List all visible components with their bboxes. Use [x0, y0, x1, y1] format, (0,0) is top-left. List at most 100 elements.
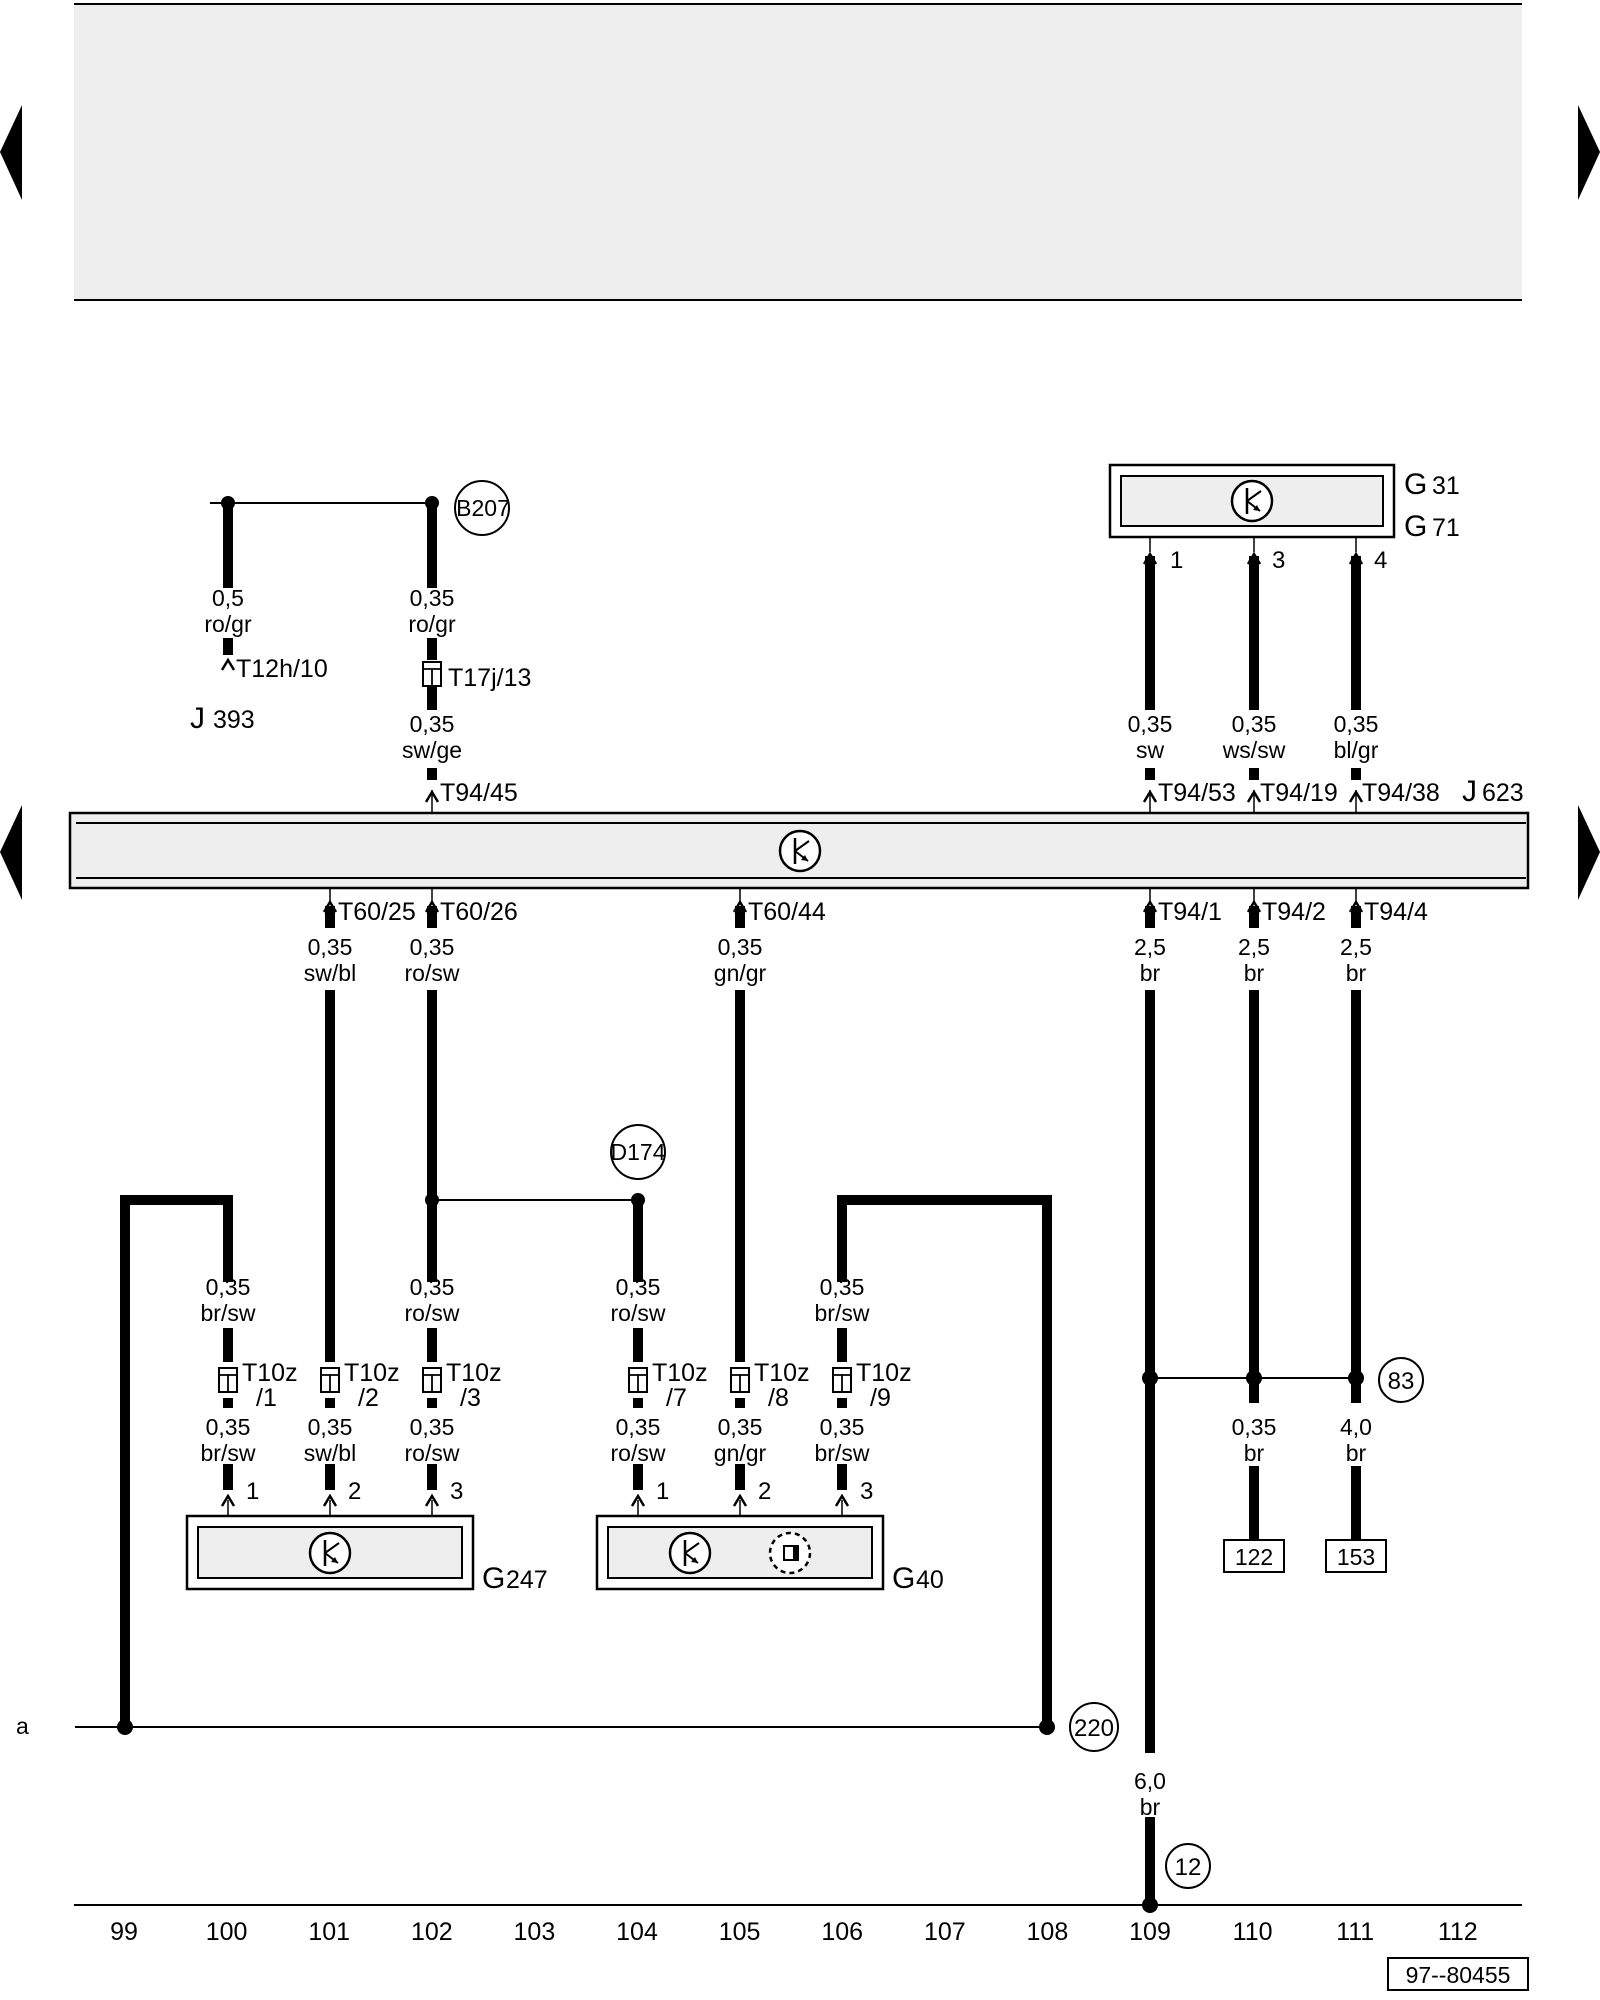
signal-wires: [325, 990, 1361, 1905]
g31-pins: [1142, 537, 1364, 566]
grid-number: 109: [1129, 1918, 1171, 1946]
wire-size: 0,35: [206, 1274, 251, 1300]
wire-color: br: [1346, 960, 1367, 986]
wire-size: 0,35: [308, 934, 353, 960]
connector-pin-label: T94/19: [1260, 779, 1338, 807]
figure-id: 97--80455: [1406, 1962, 1511, 1988]
d174-branch: [425, 1193, 645, 1282]
wire-size: 0,35: [718, 1414, 763, 1440]
sensor-g31-g71: [1108, 463, 1396, 539]
reference-153-label: 153: [1337, 1544, 1375, 1570]
t10z-name: T10z: [242, 1359, 298, 1387]
g31-sensor-icon: [1230, 479, 1274, 523]
t10z-name: T10z: [344, 1359, 400, 1387]
figure-id-box: [1387, 1957, 1529, 1991]
grid-number: 99: [110, 1918, 138, 1946]
plug-connector-icon: [320, 1367, 340, 1393]
wire-size: 0,35: [410, 1414, 455, 1440]
sensor-pin-number: 3: [860, 1478, 873, 1505]
grid-number: 101: [308, 1918, 350, 1946]
t10z-name: T10z: [446, 1359, 502, 1387]
wire-size: 0,35: [1128, 711, 1173, 737]
wire-color: br/sw: [815, 1300, 870, 1326]
reference-box-153: [1325, 1539, 1387, 1573]
wire-size: 2,5: [1340, 934, 1372, 960]
g31-pin-1: 1: [1170, 547, 1183, 574]
wire-size: 0,35: [1232, 711, 1277, 737]
plug-connector-icon: [730, 1367, 750, 1393]
t10z-pin: /1: [256, 1384, 277, 1412]
t10z-pin: /7: [666, 1384, 687, 1412]
wire-color: ro/gr: [204, 611, 252, 637]
g40-letter: G: [892, 1562, 915, 1595]
wire-size: 0,35: [410, 934, 455, 960]
splice-d174-label: D174: [611, 1139, 666, 1165]
j393-letter: J: [190, 702, 205, 735]
grid-number: 104: [616, 1918, 658, 1946]
wire-size: 0,35: [308, 1414, 353, 1440]
next-section-arrow-icon[interactable]: [1578, 805, 1600, 900]
t10z-pin: /2: [358, 1384, 379, 1412]
g31-number: 31: [1432, 472, 1460, 500]
wire-size: 0,35: [1334, 711, 1379, 737]
plug-connector-icon: [832, 1367, 852, 1393]
wire-color: sw/ge: [402, 737, 462, 763]
ground-loop-left: [120, 1195, 233, 1727]
next-page-arrow-icon[interactable]: [1578, 105, 1600, 200]
connector-pin-label: T60/44: [748, 898, 826, 926]
grid-number: 103: [514, 1918, 556, 1946]
t10z-wire-segments: [223, 1328, 847, 1490]
top-wires: [1145, 556, 1361, 780]
connector-pin-label: T94/4: [1364, 898, 1428, 926]
wire-size: 0,35: [820, 1274, 865, 1300]
control-unit-j623: [68, 811, 1530, 890]
g247-sensor-icon: [308, 1531, 352, 1575]
g40-number: 40: [916, 1566, 944, 1594]
grid-number: 110: [1233, 1918, 1273, 1946]
t10z-name: T10z: [754, 1359, 810, 1387]
plug-connector-icon: [218, 1367, 238, 1393]
wire-color: ro/sw: [405, 960, 460, 986]
wire-color: br/sw: [815, 1440, 870, 1466]
connector-pin-label: T60/25: [338, 898, 416, 926]
sensor-pin-number: 2: [758, 1478, 771, 1505]
g31-pin-3: 3: [1272, 547, 1285, 574]
connector-pin-label: T60/26: [440, 898, 518, 926]
pin-arrow-icon: [220, 658, 236, 672]
wire-color: ro/sw: [611, 1440, 666, 1466]
grid-number: 100: [206, 1918, 248, 1946]
wire-size: 2,5: [1134, 934, 1166, 960]
wire-color: br: [1140, 1794, 1161, 1820]
grid-number: 111: [1336, 1918, 1374, 1946]
wire-color: sw: [1136, 737, 1165, 763]
wire-size: 0,35: [718, 934, 763, 960]
j393-number: 393: [213, 706, 255, 734]
splice-d174: [610, 1124, 666, 1180]
wire-color: ro/sw: [405, 1440, 460, 1466]
wire-color: br: [1244, 960, 1265, 986]
wire-size: 0,35: [206, 1414, 251, 1440]
wire-color: br: [1346, 1440, 1367, 1466]
wire-size: 0,35: [616, 1414, 661, 1440]
prev-section-arrow-icon[interactable]: [0, 805, 22, 900]
splice-b207-label: B207: [456, 495, 510, 521]
sensor-g247: [185, 1514, 475, 1591]
prev-page-arrow-icon[interactable]: [0, 105, 22, 200]
wire-color: ro/sw: [405, 1300, 460, 1326]
wire-color: bl/gr: [1334, 737, 1379, 763]
b207-branch: [210, 496, 439, 813]
connector-pin-label: T94/53: [1158, 779, 1236, 807]
plug-connector-icon: [628, 1367, 648, 1393]
ground-point-12-label: 12: [1175, 1854, 1202, 1881]
sensor-g40: [595, 1514, 885, 1591]
grid-number: 112: [1438, 1918, 1478, 1946]
wire-color: ro/sw: [611, 1300, 666, 1326]
ground-point-83: [1378, 1357, 1424, 1403]
reference-122-label: 122: [1235, 1544, 1273, 1570]
wire-size: 0,5: [212, 585, 244, 611]
g31-letter: G: [1404, 468, 1427, 501]
wire-size: 6,0: [1134, 1768, 1166, 1794]
wire-color: sw/bl: [304, 960, 356, 986]
